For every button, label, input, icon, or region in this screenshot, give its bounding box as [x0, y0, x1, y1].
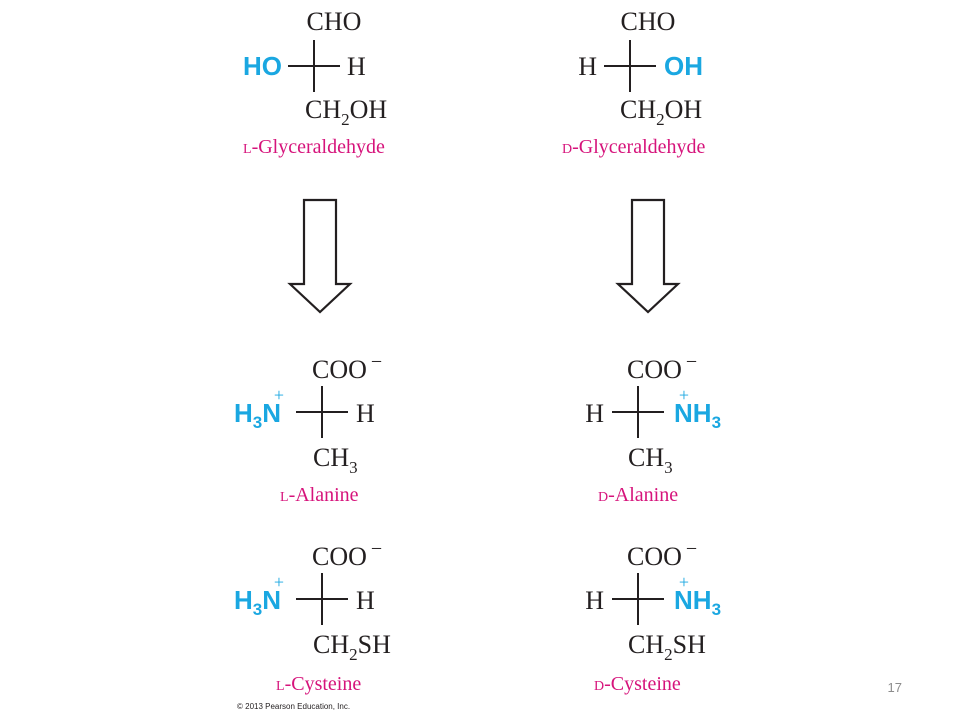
bottom-group: CH2OH: [620, 95, 702, 129]
top-group: COO−: [627, 351, 697, 384]
compound-name: L-Cysteine: [276, 673, 361, 695]
bottom-group: CH2OH: [305, 95, 387, 129]
bottom-group: CH3: [313, 443, 358, 477]
left-group: H3N: [234, 398, 281, 432]
compound-name: L-Alanine: [280, 484, 359, 506]
left-group: H3N: [234, 585, 281, 619]
left-down-arrow: [287, 198, 353, 314]
top-group: COO−: [627, 538, 697, 571]
compound-name: D-Cysteine: [594, 673, 681, 695]
d-glyceraldehyde-structure: CHO H OH CH2OH D-Glyceraldehyde: [562, 7, 706, 158]
top-group: COO−: [312, 538, 382, 571]
left-group: HO: [243, 51, 282, 81]
d-cysteine-structure: COO− H + NH3 CH2SH D-Cysteine: [585, 538, 721, 695]
l-cysteine-structure: COO− + H3N H CH2SH L-Cysteine: [234, 538, 391, 695]
plus-charge: +: [679, 385, 689, 405]
compound-name: L-Glyceraldehyde: [243, 136, 385, 158]
top-group: CHO: [621, 7, 676, 36]
top-group: COO−: [312, 351, 382, 384]
right-group: H: [356, 586, 375, 615]
left-group: H: [585, 399, 604, 428]
right-group: H: [347, 52, 366, 81]
left-group: H: [585, 586, 604, 615]
page-number: 17: [888, 680, 902, 695]
bottom-group: CH2SH: [313, 630, 391, 664]
bottom-group: CH3: [628, 443, 673, 477]
left-group: H: [578, 52, 597, 81]
right-group: OH: [664, 51, 703, 81]
compound-name: D-Alanine: [598, 484, 678, 506]
bottom-group: CH2SH: [628, 630, 706, 664]
right-group: H: [356, 399, 375, 428]
plus-charge: +: [274, 572, 284, 592]
plus-charge: +: [679, 572, 689, 592]
top-group: CHO: [307, 7, 362, 36]
l-glyceraldehyde-structure: CHO HO H CH2OH L-Glyceraldehyde: [243, 7, 387, 158]
right-group: NH3: [674, 398, 721, 432]
copyright-notice: © 2013 Pearson Education, Inc.: [237, 702, 350, 711]
plus-charge: +: [274, 385, 284, 405]
compound-name: D-Glyceraldehyde: [562, 136, 706, 158]
right-group: NH3: [674, 585, 721, 619]
l-alanine-structure: COO− + H3N H CH3 L-Alanine: [234, 351, 382, 506]
d-alanine-structure: COO− H + NH3 CH3 D-Alanine: [585, 351, 721, 506]
right-down-arrow: [615, 198, 681, 314]
